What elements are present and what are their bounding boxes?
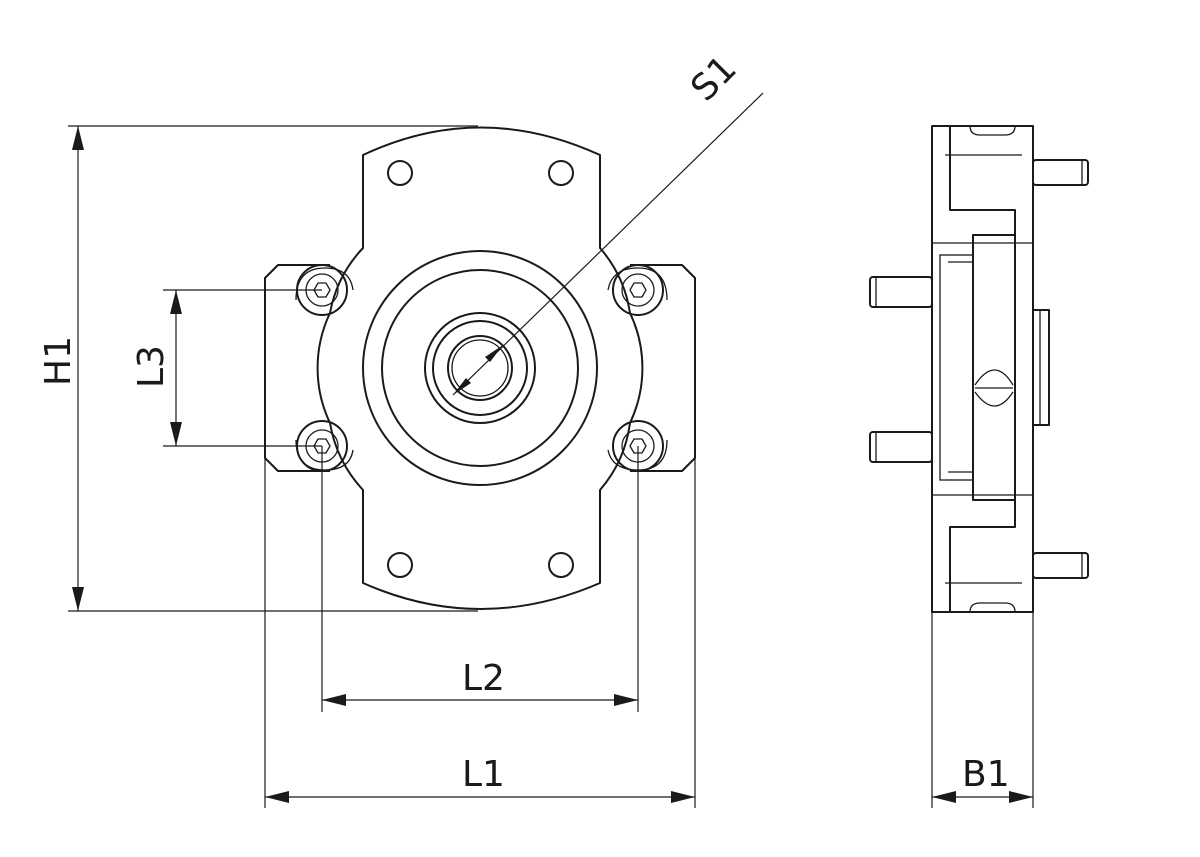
side-plate xyxy=(931,125,1034,613)
right-top-counterbore xyxy=(607,267,668,301)
mount-hole-bottom-right xyxy=(548,552,574,578)
side-boss xyxy=(972,234,1016,501)
dimension-l3: L3 xyxy=(131,289,322,447)
side-spigot xyxy=(1032,309,1050,426)
pin-right-top xyxy=(1032,159,1089,186)
bore-inner xyxy=(451,339,509,397)
dimension-b1: B1 xyxy=(931,612,1034,808)
dimension-label-b1: B1 xyxy=(962,754,1010,795)
screw-top-right xyxy=(612,264,664,316)
left-lug xyxy=(264,264,330,472)
hub-ring-3 xyxy=(424,312,536,424)
side-view xyxy=(869,125,1089,613)
pin-right-bottom xyxy=(1032,552,1089,579)
hub-outer xyxy=(362,250,598,486)
dimension-label-l3: L3 xyxy=(131,345,172,388)
pin-left-top xyxy=(869,276,933,308)
dimension-label-l2: L2 xyxy=(462,658,505,699)
hub-ring-2 xyxy=(381,269,579,467)
pin-left-bottom xyxy=(869,431,933,463)
dimension-label-l1: L1 xyxy=(462,754,505,795)
mount-hole-top-right xyxy=(548,160,574,186)
hub-ring-4 xyxy=(432,320,528,416)
bore xyxy=(447,335,513,401)
dimension-label-h1: H1 xyxy=(38,336,79,386)
housing-outline xyxy=(316,126,644,610)
right-lug xyxy=(630,264,696,472)
dimension-h1: H1 xyxy=(38,125,478,612)
dimension-l2: L2 xyxy=(321,446,639,712)
dimension-l1: L1 xyxy=(264,458,696,808)
mount-hole-top-left xyxy=(387,160,413,186)
dimension-label-s1: S1 xyxy=(683,48,744,109)
mount-hole-bottom-left xyxy=(387,552,413,578)
front-view: S1 xyxy=(264,48,764,610)
